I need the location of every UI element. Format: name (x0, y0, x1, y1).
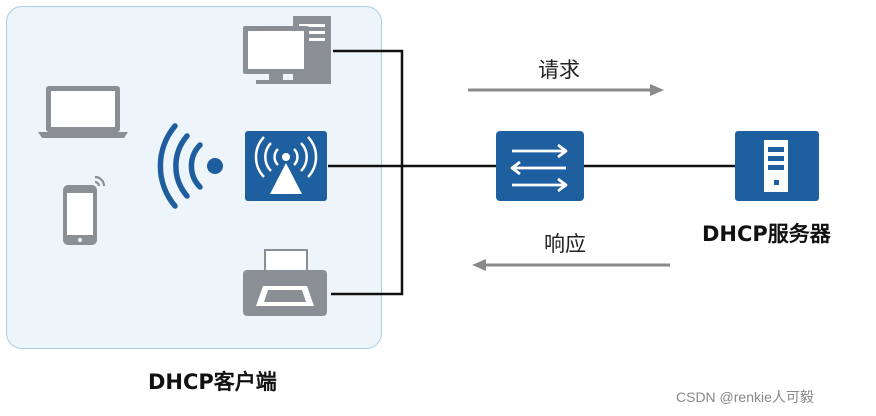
smartphone-icon (63, 175, 106, 245)
switch-icon (496, 131, 584, 201)
request-arrow (468, 84, 664, 96)
wifi-signal-icon (157, 123, 223, 209)
client-label: DHCP客户端 (148, 370, 277, 394)
response-label: 响应 (544, 232, 586, 256)
laptop-icon (38, 86, 128, 138)
server-icon (735, 131, 819, 201)
watermark: CSDN @renkie人可毅 (676, 389, 814, 405)
response-arrow (472, 259, 670, 271)
printer-icon (243, 249, 327, 316)
server-label: DHCP服务器 (702, 222, 831, 246)
network-links (328, 49, 735, 296)
request-label: 请求 (538, 58, 580, 82)
desktop-pc-icon (243, 16, 331, 84)
access-point-icon (245, 131, 327, 201)
